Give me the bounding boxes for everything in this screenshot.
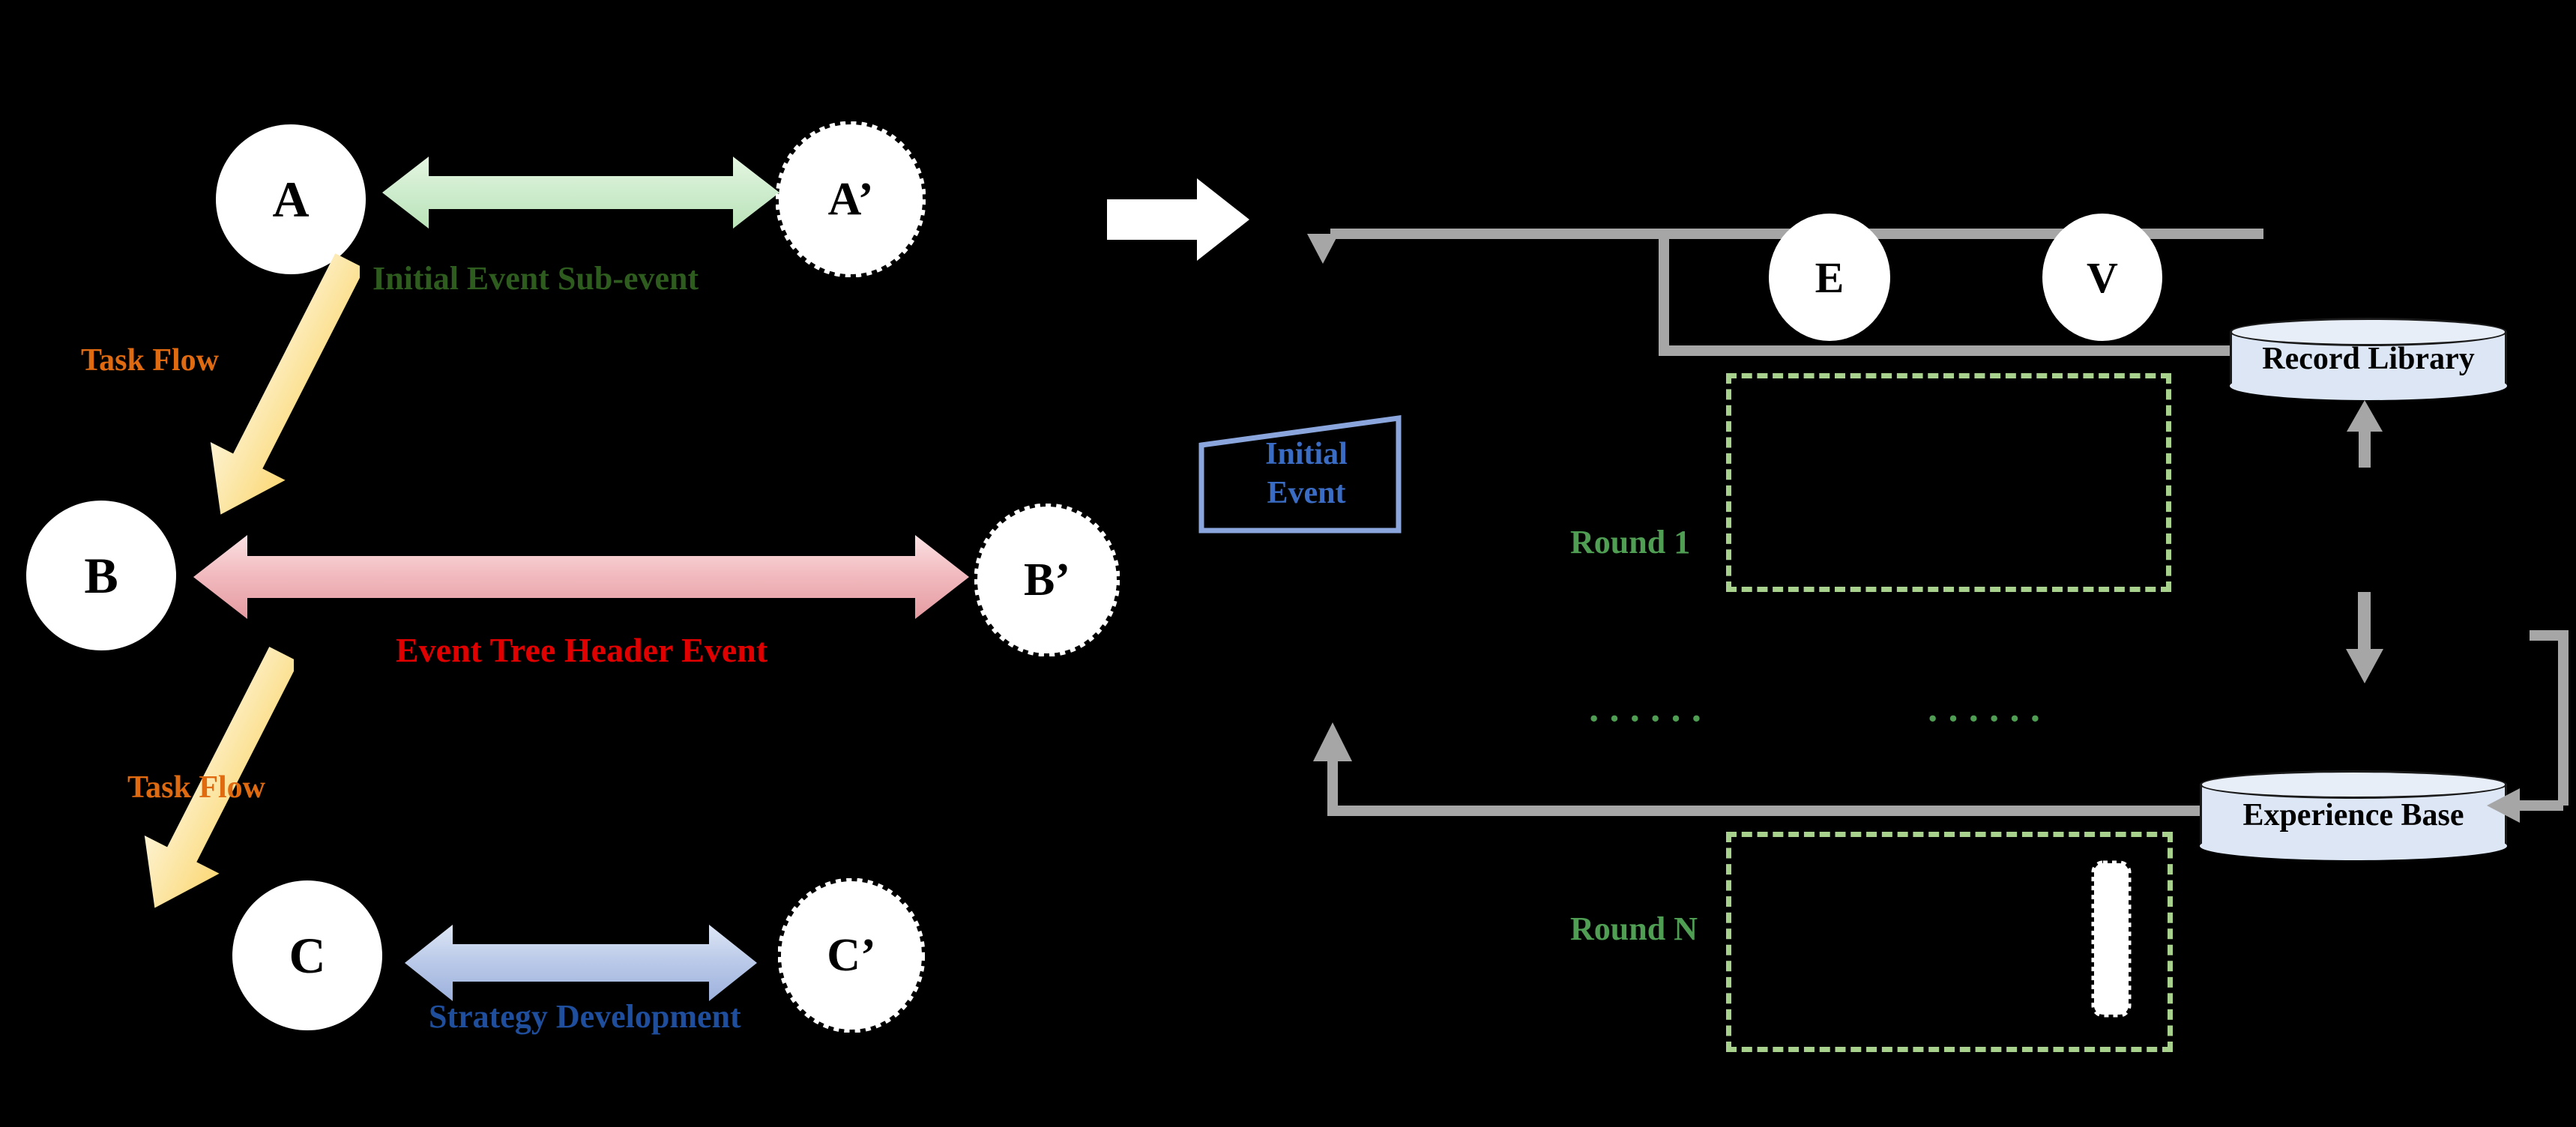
task-flow-arrow-a-to-b xyxy=(187,240,360,532)
initial-event-line1: Initial xyxy=(1265,437,1348,472)
node-B-label: B xyxy=(84,546,118,604)
experience-base-label: Experience Base xyxy=(2242,798,2464,833)
task-flow-label-2: Task Flow xyxy=(127,770,266,805)
experience-base-bottom xyxy=(2200,832,2507,860)
relation-arrow-initial-event xyxy=(382,154,779,232)
relation-label-event-tree-header-event: Event Tree Header Event xyxy=(396,631,768,669)
round-n-label: Round N xyxy=(1570,910,1698,947)
record-library-label: Record Library xyxy=(2262,342,2475,376)
task-flow-arrow-b-to-c xyxy=(121,633,294,925)
node-B-prime[interactable]: B’ xyxy=(974,504,1120,656)
node-E-label: E xyxy=(1815,253,1844,302)
node-C-prime-label: C’ xyxy=(827,929,876,981)
initial-event-line2: Event xyxy=(1267,475,1346,510)
ellipsis-left: ······ xyxy=(1587,698,1711,740)
node-B-prime-label: B’ xyxy=(1024,554,1070,605)
node-E[interactable]: E xyxy=(1769,214,1890,341)
node-V[interactable]: V xyxy=(2042,214,2162,341)
round-n-box xyxy=(1726,832,2173,1052)
connector-right-loop xyxy=(2473,629,2576,832)
round-1-label: Round 1 xyxy=(1570,524,1691,561)
record-library-bottom xyxy=(2230,372,2507,400)
experience-base-store[interactable]: Experience Base xyxy=(2200,770,2507,860)
connector-feed-path xyxy=(1274,217,2263,367)
node-A[interactable]: A xyxy=(216,124,366,274)
transition-block-arrow-icon xyxy=(1107,178,1249,261)
node-V-label: V xyxy=(2087,253,2118,302)
node-C-label: C xyxy=(289,926,326,984)
record-library-top xyxy=(2230,318,2507,346)
round-n-token xyxy=(2091,860,2132,1018)
relation-label-strategy-development: Strategy Development xyxy=(429,998,741,1035)
node-A-prime-label: A’ xyxy=(827,173,874,225)
relation-arrow-strategy-development xyxy=(405,922,757,1004)
node-A-prime[interactable]: A’ xyxy=(776,121,926,277)
node-C[interactable]: C xyxy=(232,880,382,1030)
task-flow-label-1: Task Flow xyxy=(81,343,220,378)
node-C-prime[interactable]: C’ xyxy=(778,878,925,1033)
connector-return-path xyxy=(1288,719,2262,832)
experience-base-top xyxy=(2200,770,2507,799)
arrow-into-record-library xyxy=(2342,399,2387,468)
ellipsis-right: ······ xyxy=(1926,698,2050,740)
initial-event-shape[interactable]: Initial Event xyxy=(1198,412,1423,536)
relation-arrow-event-tree-header xyxy=(193,532,969,622)
arrow-record-to-experience xyxy=(2341,592,2388,686)
node-B[interactable]: B xyxy=(26,501,176,650)
node-A-label: A xyxy=(272,170,310,228)
record-library-store[interactable]: Record Library xyxy=(2230,318,2507,400)
relation-label-initial-event-sub-event: Initial Event Sub-event xyxy=(372,260,699,297)
round-1-box xyxy=(1726,373,2171,592)
